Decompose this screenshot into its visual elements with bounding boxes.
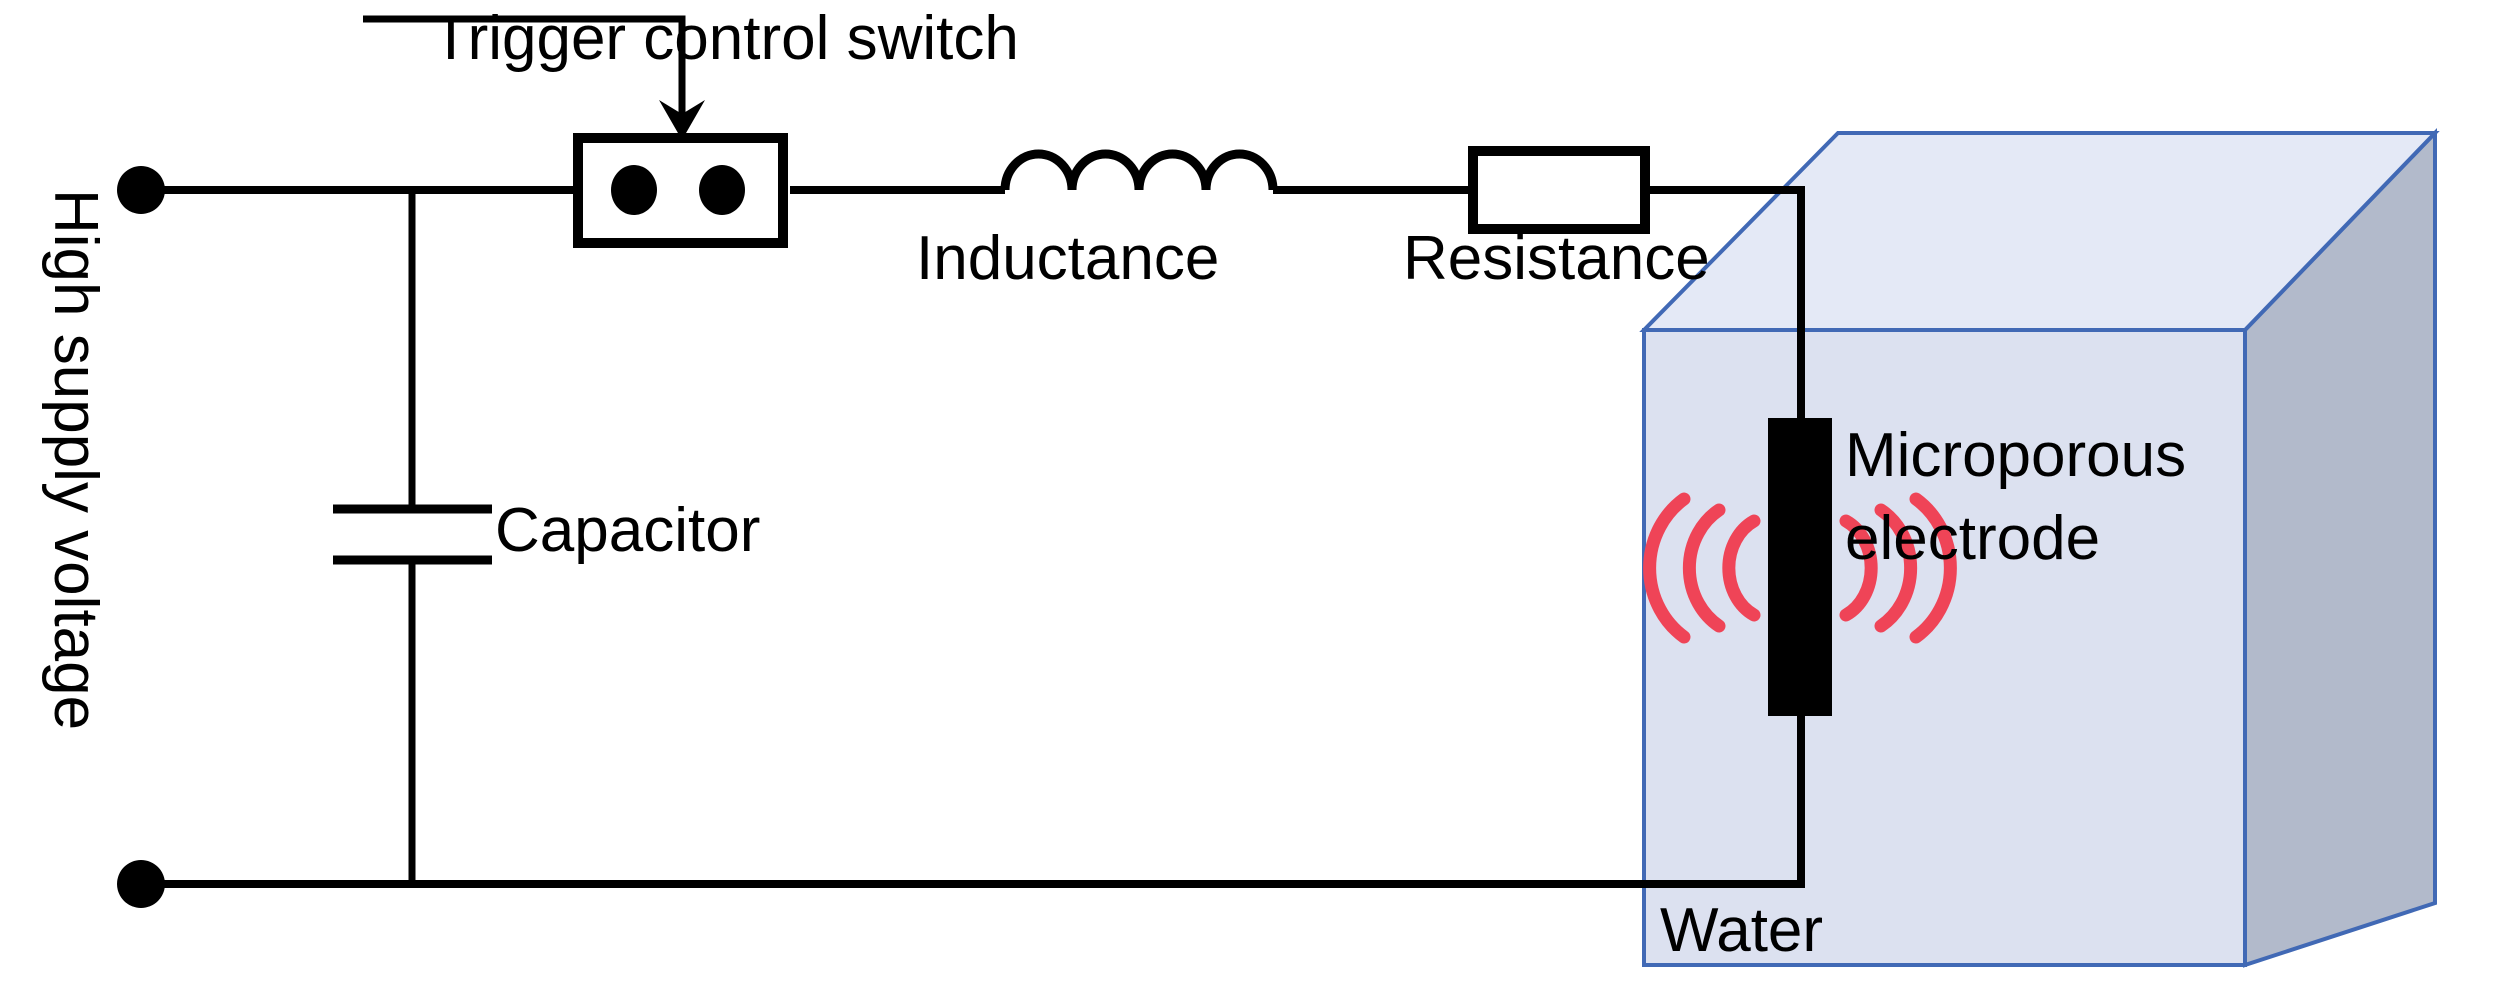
- trigger-arrow-icon: [363, 15, 705, 140]
- switch-contact-right: [699, 165, 745, 215]
- water-tank-3d-box: [1639, 128, 2440, 968]
- resistance-box: [1468, 146, 1650, 234]
- trigger-control-switch[interactable]: [573, 133, 788, 248]
- top-supply-rail: [140, 186, 1805, 430]
- wave-arc-right-3: [1909, 492, 1957, 644]
- supply-terminals: [117, 166, 165, 908]
- switch-body[interactable]: [573, 133, 788, 248]
- resistor-body: [1468, 146, 1650, 234]
- label-resistance: Resistance: [1403, 224, 1710, 293]
- coil-arcs: [1000, 149, 1278, 191]
- microporous-electrode: [1768, 418, 1832, 716]
- wave-arc-right-1: [1839, 514, 1878, 622]
- label-trigger-control-switch: Trigger control switch: [432, 4, 1019, 73]
- wave-arc-right-2: [1874, 503, 1918, 633]
- capacitor: [333, 190, 492, 884]
- label-inductance: Inductance: [916, 224, 1220, 293]
- trigger-arrow-shaft: [363, 15, 686, 118]
- switch-contact-left: [611, 165, 657, 215]
- label-water: Water: [1660, 896, 1824, 965]
- wave-arc-left-1: [1722, 514, 1761, 622]
- label-high-supply-voltage: High supply voltage: [41, 189, 110, 731]
- discharge-wave-arcs: [1643, 492, 1957, 644]
- terminal-dot-top: [117, 166, 165, 214]
- label-microporous-electrode-line1: Microporous: [1845, 421, 2187, 490]
- wave-arc-left-2: [1682, 503, 1726, 633]
- terminal-dot-bottom: [117, 860, 165, 908]
- bottom-return-rail: [140, 705, 1805, 888]
- wave-arc-left-3: [1643, 492, 1691, 644]
- electrode-bar: [1768, 418, 1832, 716]
- trigger-arrow-head: [659, 100, 705, 140]
- inductance-coil: [1000, 149, 1278, 191]
- label-microporous-electrode-line2: electrode: [1845, 504, 2101, 573]
- label-capacitor: Capacitor: [495, 496, 761, 565]
- tank-front-face: [1642, 328, 2247, 967]
